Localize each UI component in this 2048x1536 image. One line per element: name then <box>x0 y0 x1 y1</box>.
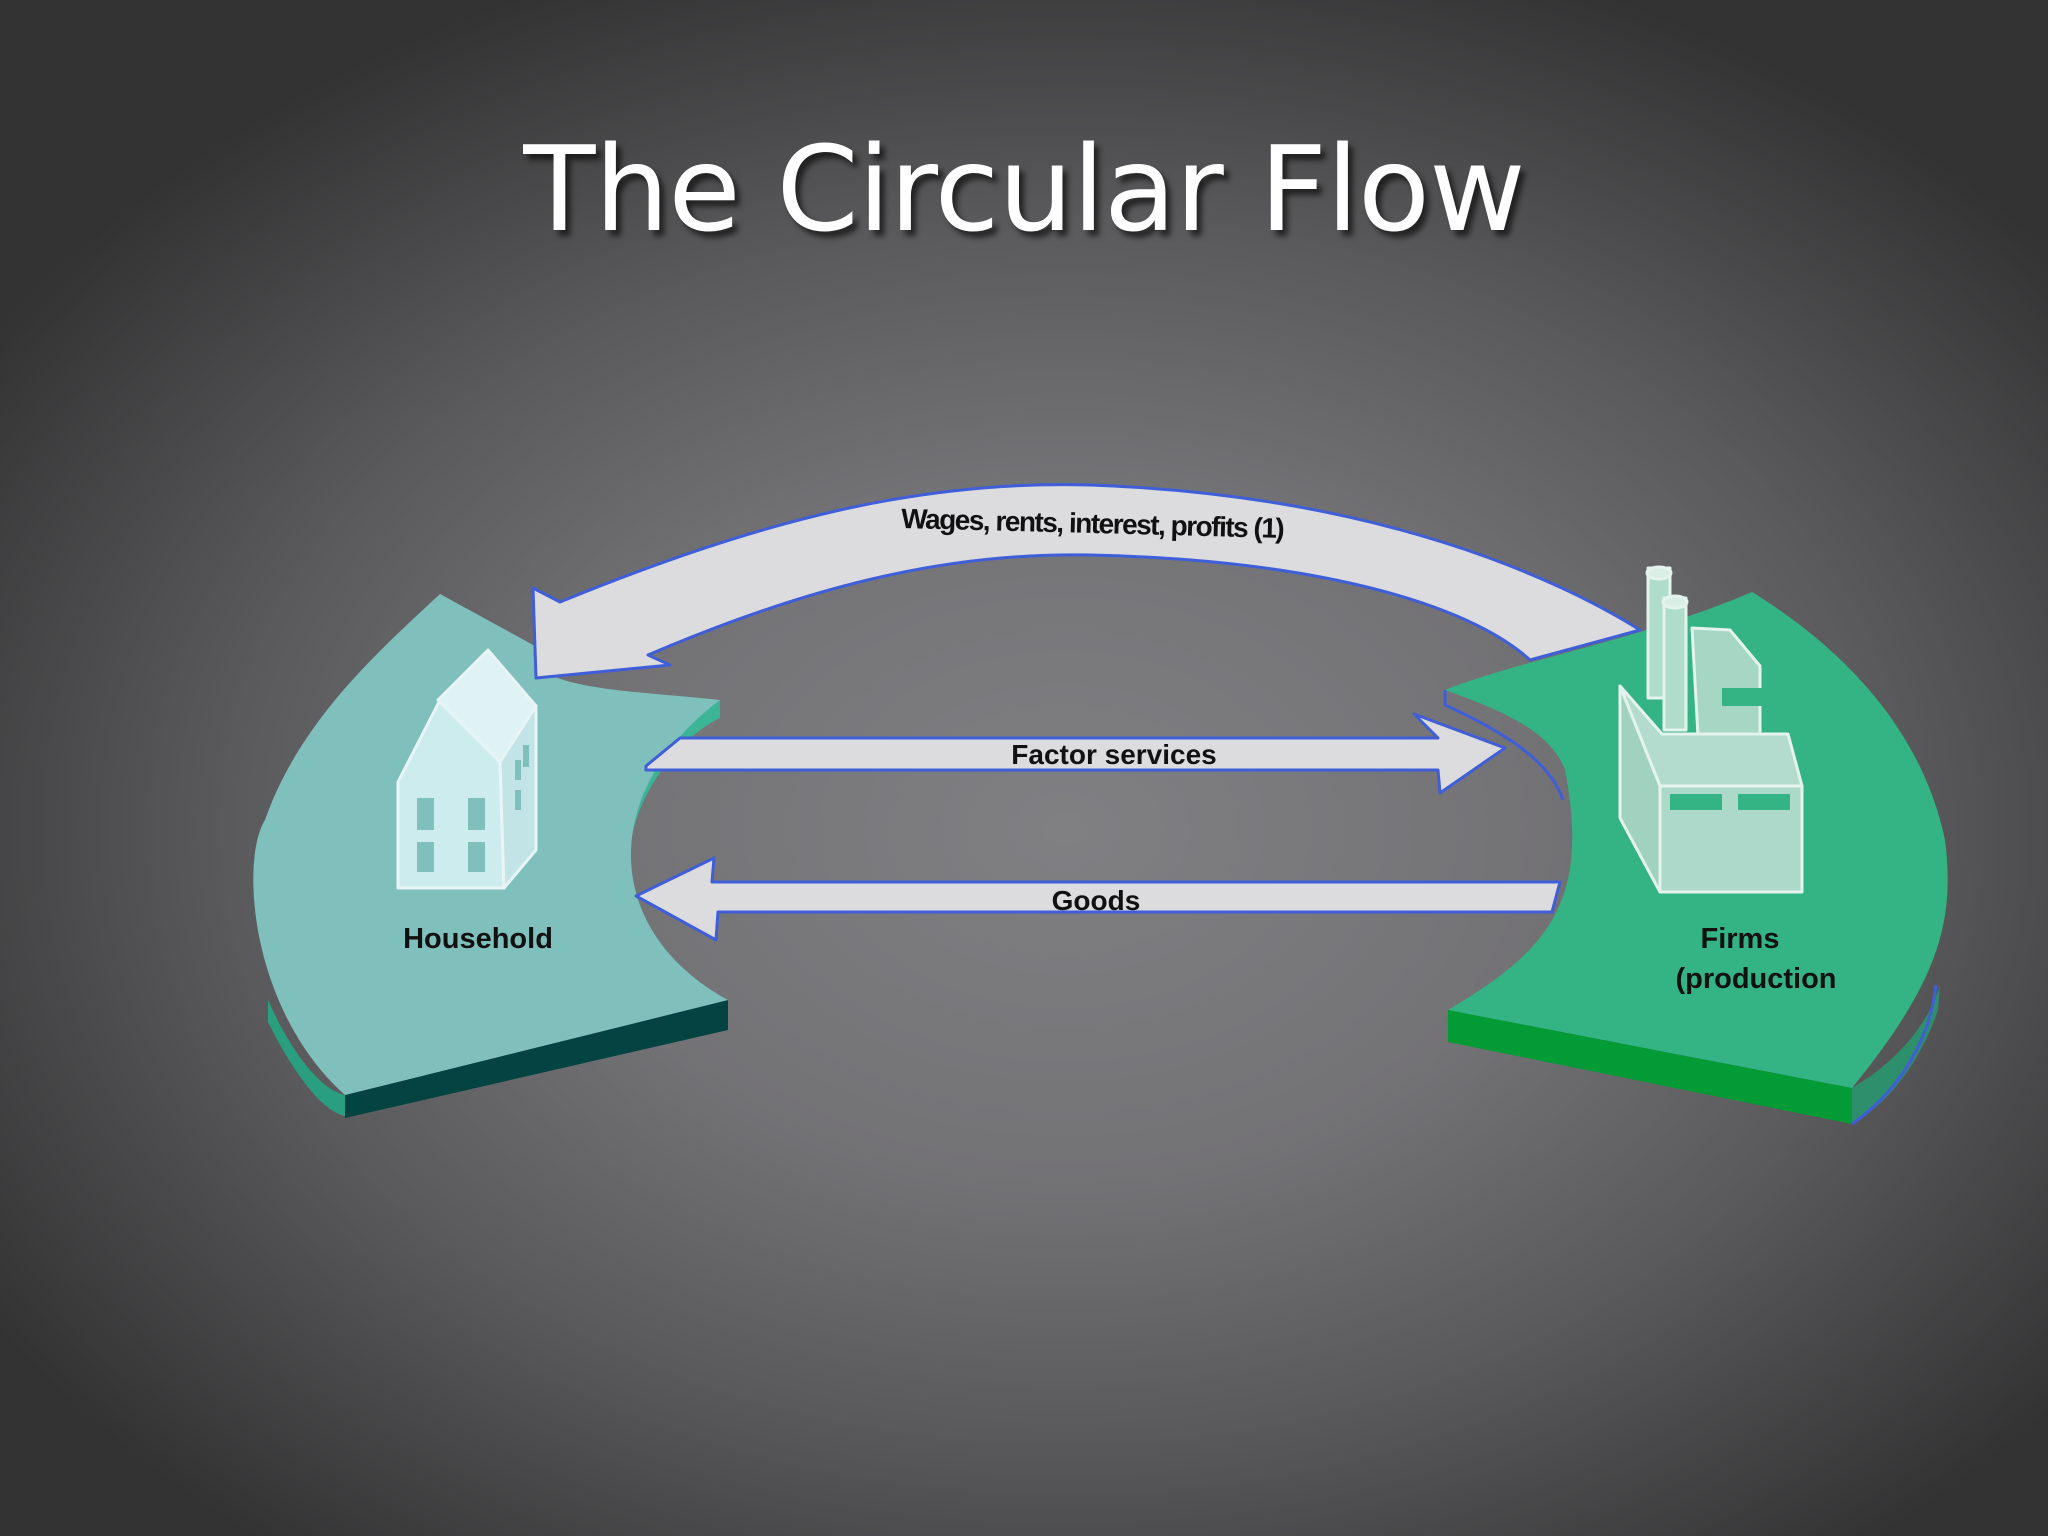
firms-inner-outline <box>1443 690 1565 801</box>
firms-label-line2: (production <box>1675 963 1836 995</box>
slide-title: The Circular Flow <box>523 120 1525 258</box>
firms-outer-outline <box>1851 984 1938 1126</box>
house-icon <box>396 648 538 890</box>
household-platform-edge <box>268 1000 345 1116</box>
factory-icon <box>1618 565 1804 894</box>
goods-arrow: Goods <box>634 856 1562 942</box>
goods-arrow-shape <box>634 856 1562 942</box>
factor-services-arrow-shape <box>644 712 1507 795</box>
goods-label: Goods <box>1052 885 1141 916</box>
household-platform-front <box>345 1000 728 1118</box>
household-inner-rim <box>632 700 720 836</box>
firms-platform-edge <box>1852 985 1940 1124</box>
wages-arrow-shape <box>531 483 1642 680</box>
firms-platform-front <box>1448 1010 1852 1124</box>
wages-arrow: Wages, rents, interest, profits (1) <box>531 483 1642 680</box>
factor-services-label: Factor services <box>1011 739 1216 770</box>
household-label: Household <box>403 923 553 955</box>
factor-services-arrow: Factor services <box>644 712 1507 795</box>
firms-label: Firms <box>1701 923 1780 955</box>
